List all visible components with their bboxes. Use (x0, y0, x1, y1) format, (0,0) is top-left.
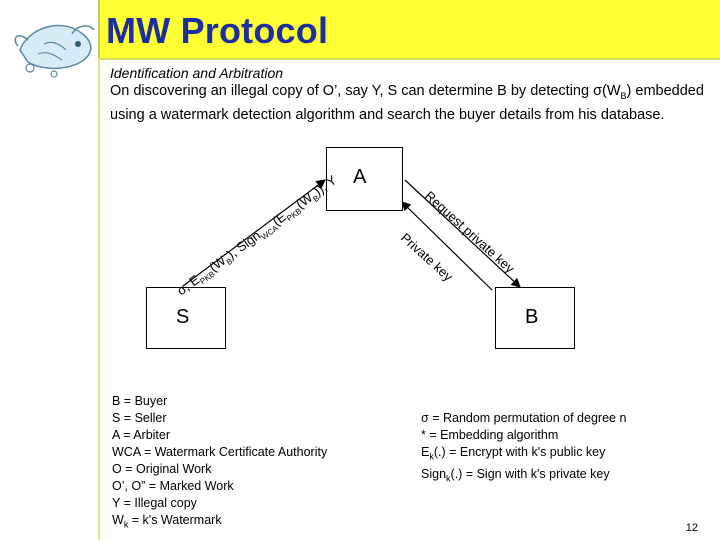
legend-item: Y = Illegal copy (112, 496, 197, 510)
body-text-sub: B (620, 90, 627, 101)
legend-item-pre: W (112, 513, 124, 527)
legend-item: Ek(.) = Encrypt with k's public key (421, 444, 626, 466)
legend-item-sub: k (446, 473, 451, 483)
page-number: 12 (685, 522, 698, 534)
title-divider-vertical (98, 0, 100, 58)
node-label-s: S (176, 306, 190, 328)
slide-body: On discovering an illegal copy of O’, sa… (110, 82, 710, 125)
legend-item: S = Seller (112, 411, 167, 425)
legend-item-post: (.) = Encrypt with k's public key (433, 445, 606, 459)
legend-item-post: = k's Watermark (128, 513, 222, 527)
node-arbiter: A (326, 147, 403, 211)
legend-item-post: (.) = Sign with k's private key (450, 466, 610, 481)
legend-item: σ = Random permutation of degree n (421, 410, 626, 427)
arrow-s-to-a (182, 179, 326, 287)
legend-item: O = Original Work (112, 462, 212, 476)
legend-item: B = Buyer (112, 394, 168, 408)
node-label-a: A (353, 166, 367, 188)
node-seller: S (146, 287, 226, 349)
legend-item: WCA = Watermark Certificate Authority (112, 445, 328, 459)
legend-item-pre: * = Embedding algorithm (421, 428, 559, 442)
arrow-b-to-a (401, 201, 493, 291)
legend-item-pre: Sign (421, 466, 447, 481)
legend-item: * = Embedding algorithm (421, 427, 626, 444)
node-label-b: B (525, 306, 539, 328)
body-text-part: On discovering an illegal copy of O’, sa… (110, 83, 621, 99)
title-divider-horizontal (100, 58, 720, 60)
slide-title: MW Protocol (106, 10, 329, 51)
slide-subheading: Identification and Arbitration (110, 65, 284, 81)
fish-logo-icon (14, 24, 95, 78)
legend-item: O’, O” = Marked Work (112, 479, 234, 493)
body-text-rest: ) embedded using a watermark detection a… (110, 83, 704, 123)
legend-item: Signk(.) = Sign with k's private key (421, 466, 626, 488)
legend-item: A = Arbiter (112, 428, 171, 442)
legend-right: σ = Random permutation of degree n * = E… (421, 410, 626, 487)
title-band (100, 0, 720, 58)
margin-line (98, 58, 100, 540)
arrow-a-to-b (404, 179, 521, 288)
legend-left: B = Buyer S = Seller A = Arbiter WCA = W… (112, 393, 327, 534)
legend-item-sub: k (123, 519, 129, 530)
legend-item-pre: σ = Random permutation of degree n (421, 411, 627, 425)
legend-item: Wk = k's Watermark (112, 512, 327, 534)
node-buyer: B (495, 287, 575, 349)
legend-item-sub: k (429, 451, 434, 462)
legend-item-pre: E (421, 445, 430, 459)
